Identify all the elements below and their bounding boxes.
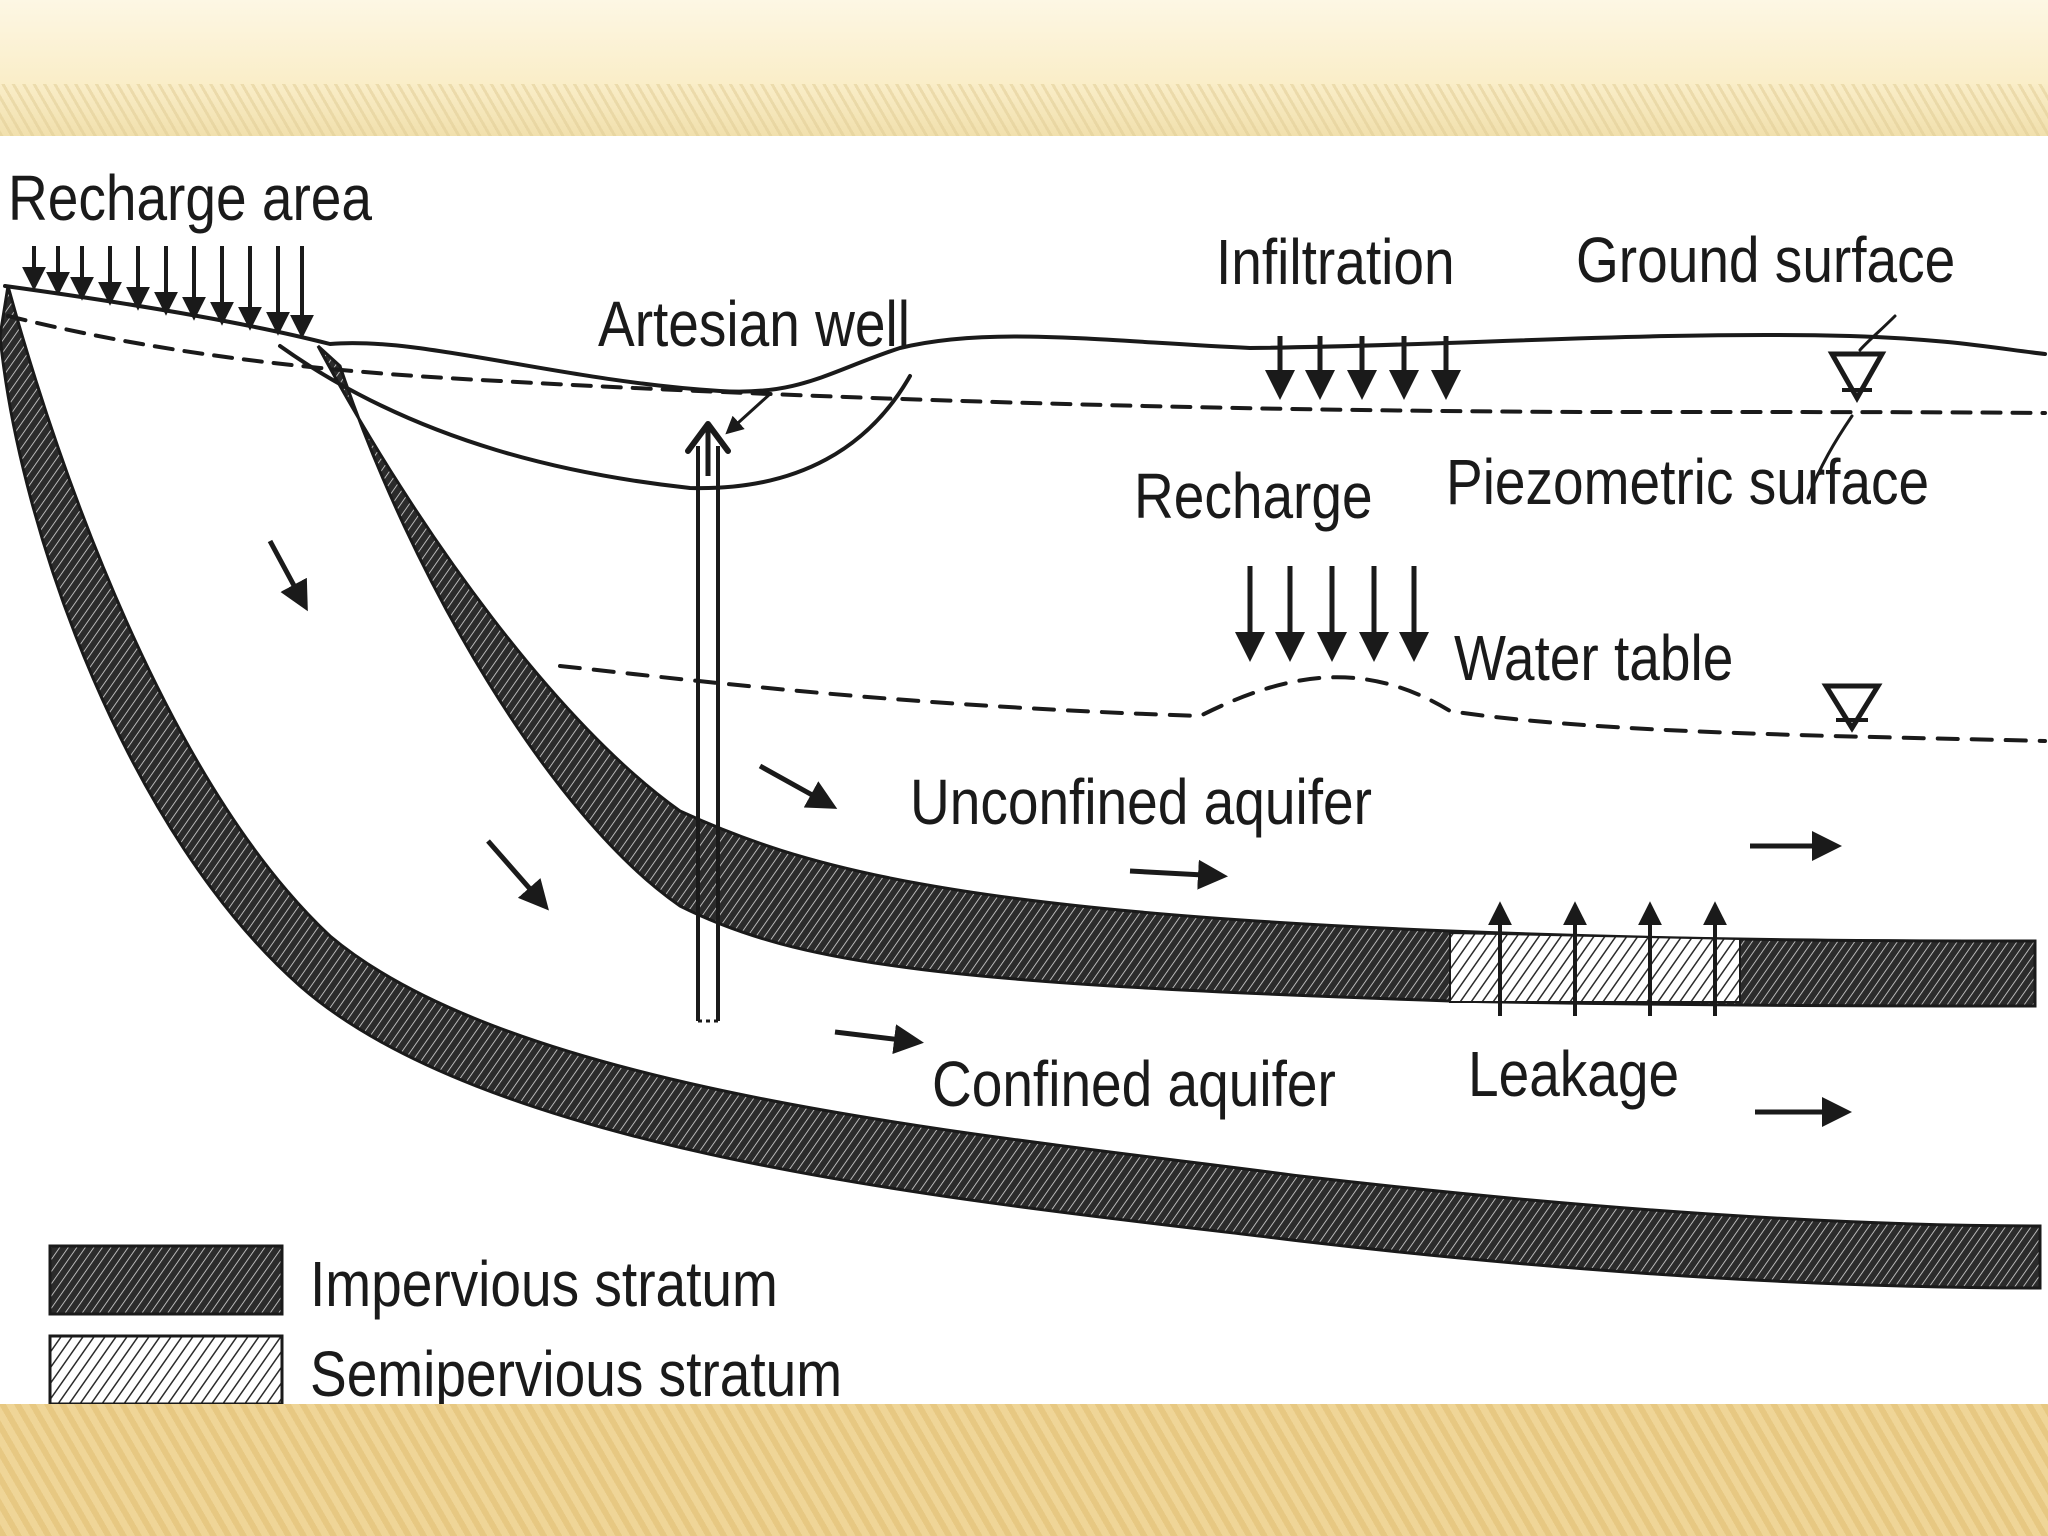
legend-impervious-label: Impervious stratum	[310, 1248, 778, 1320]
legend-semipervious-label: Semipervious stratum	[310, 1338, 842, 1404]
legend-semipervious-swatch	[48, 1334, 284, 1404]
semipervious-window	[1449, 931, 1741, 1003]
leakage-arrows	[1488, 901, 1727, 1016]
label-ground-surface: Ground surface	[1576, 224, 1955, 296]
lower-impervious-stratum	[0, 285, 2042, 1290]
label-recharge-area: Recharge area	[8, 162, 373, 234]
artesian-well-pointer	[725, 392, 772, 435]
label-piezometric-surface: Piezometric surface	[1446, 446, 1929, 518]
piezometric-surface-leader	[1806, 414, 1854, 500]
label-leakage: Leakage	[1468, 1038, 1679, 1110]
water-table-triangle-icon	[1821, 683, 1883, 733]
recharge-arrows	[1235, 566, 1429, 662]
legend-impervious-swatch	[48, 1244, 284, 1316]
label-confined-aquifer: Confined aquifer	[932, 1048, 1336, 1120]
label-recharge: Recharge	[1134, 460, 1373, 532]
ground-surface-line	[3, 284, 2047, 394]
label-infiltration: Infiltration	[1216, 226, 1455, 298]
legend: Impervious stratum Semipervious stratum	[48, 1244, 842, 1404]
flow-arrows	[267, 539, 1852, 1127]
recharge-area-arrows	[22, 246, 314, 339]
label-artesian-well: Artesian well	[598, 288, 910, 360]
upper-impervious-stratum	[316, 344, 2037, 1008]
artesian-well	[685, 421, 731, 1023]
water-table-line	[558, 664, 2047, 743]
ground-surface-leader	[1858, 314, 1897, 352]
label-unconfined-aquifer: Unconfined aquifer	[910, 766, 1372, 838]
aquifer-diagram: Recharge area Artesian well Infiltration…	[0, 136, 2048, 1404]
slide-bottom-band	[0, 1404, 2048, 1536]
drawdown-cone	[278, 344, 912, 491]
slide-top-band	[0, 0, 2048, 136]
piezometric-surface-line	[6, 314, 2047, 415]
label-water-table: Water table	[1454, 622, 1733, 694]
infiltration-arrows	[1265, 336, 1461, 400]
ground-surface-triangle-icon	[1827, 351, 1887, 404]
